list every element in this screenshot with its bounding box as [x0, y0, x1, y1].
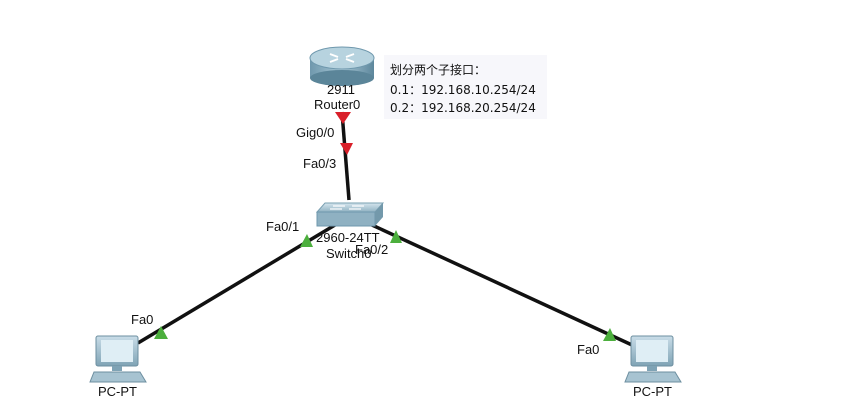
switch-model-label: 2960-24TT — [316, 230, 380, 245]
pc-left-port-label: Fa0 — [131, 312, 154, 327]
link-down-indicator-router — [335, 112, 351, 124]
pc-icon[interactable] — [624, 335, 682, 383]
link-up-indicator-switch-fa0-1 — [300, 234, 313, 247]
switch-uplink-port-label: Fa0/3 — [303, 156, 337, 171]
switch-name-label: Switch0 — [326, 246, 372, 261]
pc-left-name-label: PC-PT — [98, 384, 137, 399]
cable-switch-pc-right[interactable] — [371, 223, 633, 347]
link-up-indicator-pc-right — [603, 328, 616, 341]
note-title: 划分两个子接口： — [390, 63, 487, 77]
switch-icon[interactable] — [315, 202, 385, 227]
switch-port-right-label: Fa0/2 — [355, 242, 389, 257]
pc-right-port-label: Fa0 — [577, 342, 600, 357]
router-model-label: 2911 — [327, 82, 355, 97]
subinterface-note[interactable]: 划分两个子接口： 0.1：192.168.10.254/24 0.2：192.1… — [384, 55, 547, 119]
router-icon[interactable] — [309, 46, 375, 86]
note-line-subinterface-2: 0.2：192.168.20.254/24 — [390, 101, 536, 115]
note-line-subinterface-1: 0.1：192.168.10.254/24 — [390, 83, 536, 97]
pc-right-name-label: PC-PT — [633, 384, 672, 399]
router-port-label: Gig0/0 — [296, 125, 335, 140]
router-name-label: Router0 — [314, 97, 361, 112]
switch-port-left-label: Fa0/1 — [266, 219, 300, 234]
link-down-indicator-switch-uplink — [340, 143, 353, 155]
link-up-indicator-pc-left — [154, 326, 168, 339]
pc-icon[interactable] — [89, 335, 147, 383]
link-up-indicator-switch-fa0-2 — [390, 230, 402, 243]
cable-router-switch[interactable] — [340, 111, 351, 201]
